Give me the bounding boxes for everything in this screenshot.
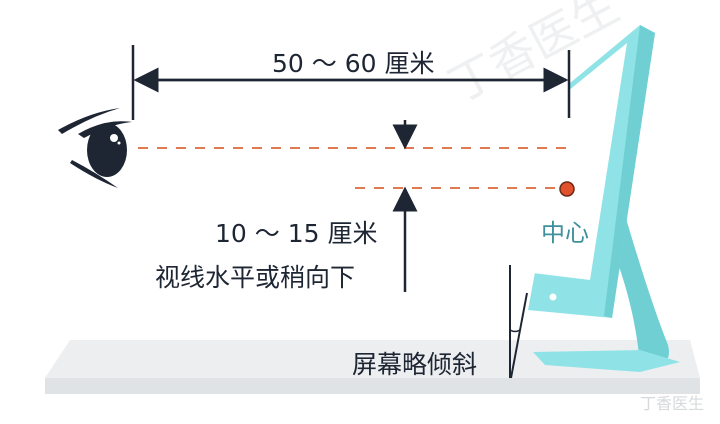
gaze-label: 视线水平或稍向下 [155,263,356,292]
tilt-slant-line [510,292,528,379]
monitor-side [604,25,655,318]
tilt-label: 屏幕略倾斜 [352,350,478,379]
watermark-corner: 丁香医生 [640,394,705,413]
distance-label: 50 ～ 60 厘米 [272,49,435,78]
monitor-screen [533,43,627,280]
monitor-button [549,293,557,301]
monitor-base [533,350,680,372]
screen-center-dot [559,181,575,197]
height-label: 10 ～ 15 厘米 [215,219,378,248]
center-label: 中心 [541,219,589,247]
desk [45,340,700,378]
tilt-angle-arc [509,329,521,333]
desk-edge [45,378,700,394]
eye-icon [58,108,132,188]
